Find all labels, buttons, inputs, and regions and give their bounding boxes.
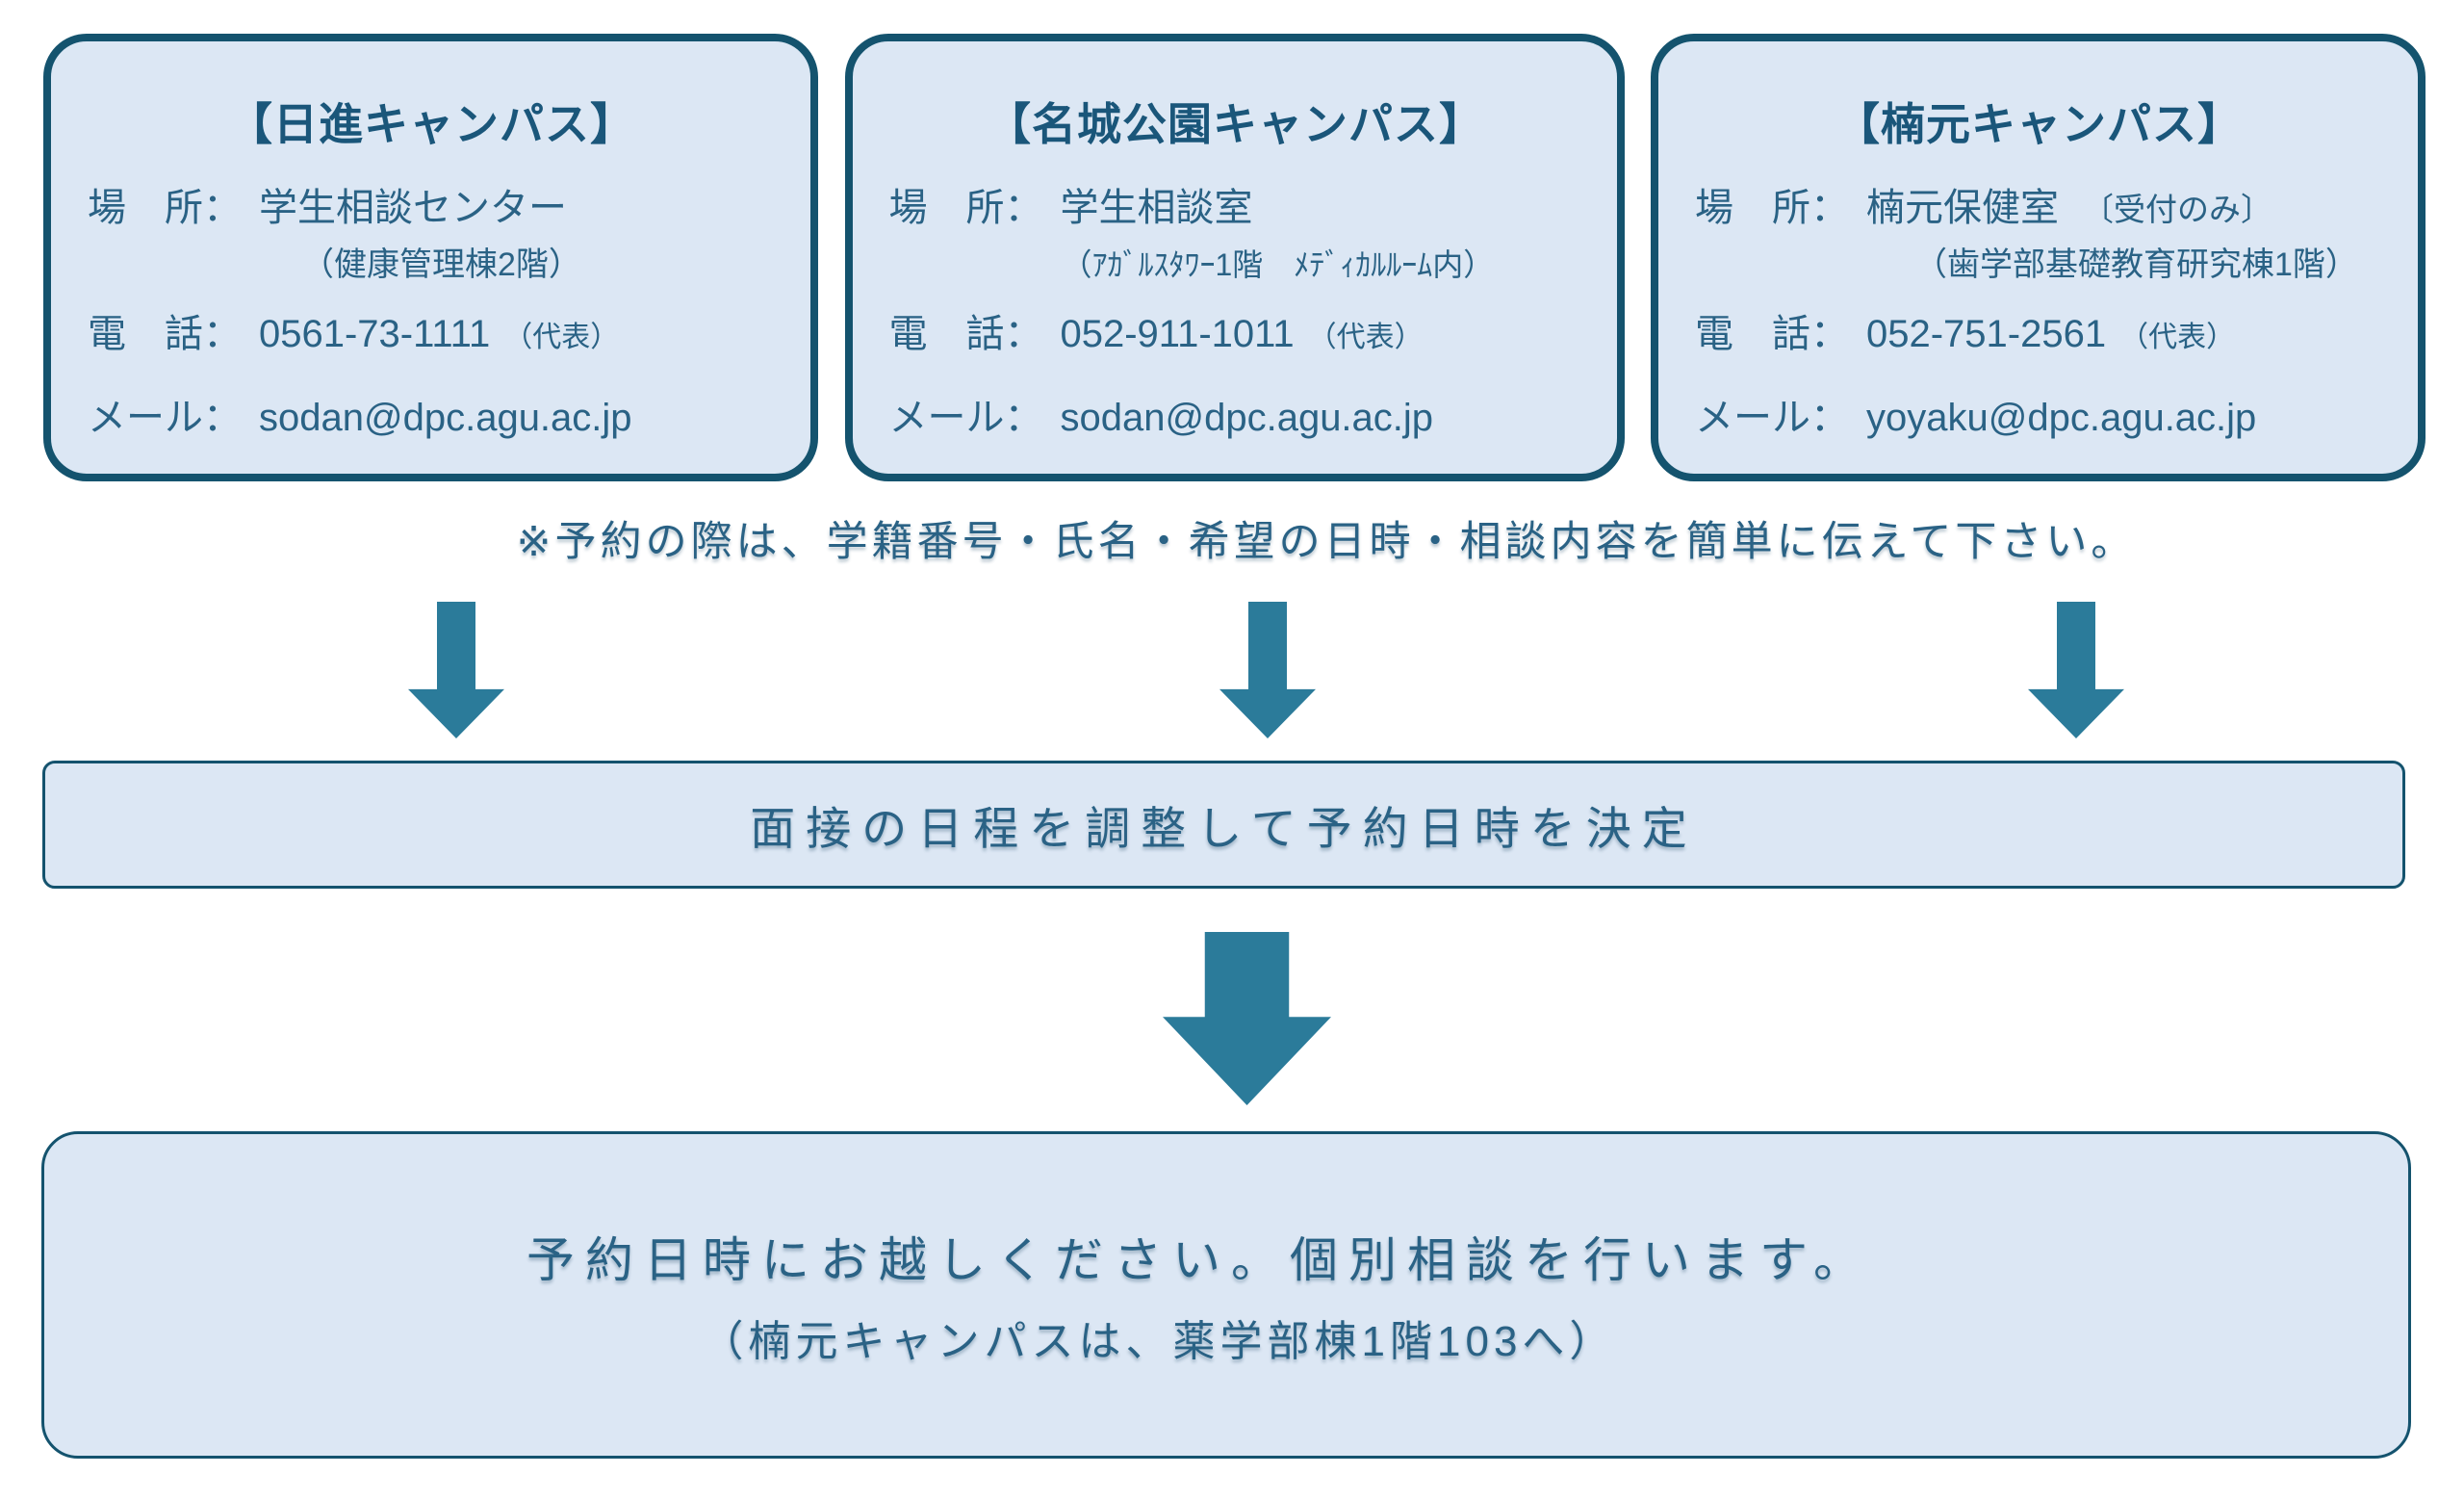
mail-row: メール： sodan@dpc.agu.ac.jp bbox=[889, 393, 1582, 443]
location-note: （ｱｶﾞﾙｽﾀﾜｰ1階 ﾒﾃﾞｨｶﾙﾙｰﾑ内） bbox=[1061, 247, 1495, 282]
location-row: 場 所： 楠元保健室〔受付のみ〕 bbox=[1695, 183, 2383, 235]
phone-value: 0561-73-1111 bbox=[259, 313, 491, 355]
mail-label: メール： bbox=[888, 397, 1043, 439]
campus-title: 【名城公園キャンパス】 bbox=[987, 99, 1484, 149]
campus-card-meijo-koen: 【名城公園キャンパス】 場 所： 学生相談室 （ｱｶﾞﾙｽﾀﾜｰ1階 ﾒﾃﾞｨｶﾙ… bbox=[844, 34, 1625, 481]
mail-value: sodan@dpc.agu.ac.jp bbox=[259, 397, 632, 439]
phone-row: 電 話： 052-751-2561 （代表） bbox=[1695, 309, 2383, 363]
location-label: 場 所： bbox=[88, 187, 242, 229]
mail-label: メール： bbox=[1695, 397, 1849, 439]
location-value: 楠元保健室 bbox=[1866, 187, 2059, 229]
phone-row: 電 話： 052-911-1011 （代表） bbox=[889, 309, 1582, 363]
final-line2: （楠元キャンパスは、薬学部棟1階103へ） bbox=[701, 1318, 1617, 1365]
down-arrow-icon bbox=[408, 602, 504, 738]
phone-label: 電 話： bbox=[1695, 313, 1849, 355]
campus-card-nisshin: 【日進キャンパス】 場 所： 学生相談センター （健康管理棟2階） 電 話： 056… bbox=[43, 34, 818, 481]
mail-value: yoyaku@dpc.agu.ac.jp bbox=[1866, 397, 2257, 439]
location-note: （歯学部基礎教育研究棟1階） bbox=[1914, 246, 2358, 283]
phone-value: 052-911-1011 bbox=[1060, 313, 1295, 355]
final-box: 予約日時にお越しください。個別相談を行います。 （楠元キャンパスは、薬学部棟1階… bbox=[41, 1131, 2411, 1459]
reservation-note: ※予約の際は、学籍番号・氏名・希望の日時・相談内容を簡単に伝えて下さい。 bbox=[516, 519, 2137, 565]
schedule-text: 面接の日程を調整して予約日時を決定 bbox=[750, 803, 1698, 854]
phone-value: 052-751-2561 bbox=[1866, 313, 2107, 355]
location-label: 場 所： bbox=[888, 187, 1043, 229]
location-note: （健康管理棟2階） bbox=[301, 246, 581, 283]
mail-row: メール： sodan@dpc.agu.ac.jp bbox=[88, 393, 776, 443]
campus-card-kusumoto: 【楠元キャンパス】 場 所： 楠元保健室〔受付のみ〕 （歯学部基礎教育研究棟1階）… bbox=[1651, 34, 2426, 481]
final-line1: 予約日時にお越しください。個別相談を行います。 bbox=[526, 1233, 1872, 1287]
location-row: 場 所： 学生相談室 bbox=[889, 183, 1582, 235]
schedule-box: 面接の日程を調整して予約日時を決定 bbox=[42, 761, 2405, 889]
location-row: 場 所： 学生相談センター bbox=[88, 183, 776, 235]
location-label: 場 所： bbox=[1695, 187, 1849, 229]
phone-label: 電 話： bbox=[888, 313, 1043, 355]
location-value: 学生相談センター bbox=[259, 187, 567, 229]
location-extra: 〔受付のみ〕 bbox=[2082, 192, 2272, 227]
mail-row: メール： yoyaku@dpc.agu.ac.jp bbox=[1695, 393, 2383, 443]
down-arrow-icon bbox=[2028, 602, 2124, 738]
phone-suffix: （代表） bbox=[503, 322, 620, 353]
down-arrow-icon bbox=[1219, 602, 1316, 738]
campus-title: 【日進キャンパス】 bbox=[228, 99, 635, 149]
location-value: 学生相談室 bbox=[1060, 187, 1253, 229]
phone-suffix: （代表） bbox=[2119, 322, 2236, 353]
phone-label: 電 話： bbox=[88, 313, 242, 355]
phone-suffix: （代表） bbox=[1307, 322, 1424, 353]
campus-cards-row: 【日進キャンパス】 場 所： 学生相談センター （健康管理棟2階） 電 話： 056… bbox=[43, 34, 2426, 481]
mail-value: sodan@dpc.agu.ac.jp bbox=[1060, 397, 1434, 439]
mail-label: メール： bbox=[88, 397, 242, 439]
campus-title: 【楠元キャンパス】 bbox=[1835, 99, 2243, 149]
phone-row: 電 話： 0561-73-1111 （代表） bbox=[88, 309, 776, 363]
down-arrow-icon bbox=[1163, 932, 1331, 1105]
